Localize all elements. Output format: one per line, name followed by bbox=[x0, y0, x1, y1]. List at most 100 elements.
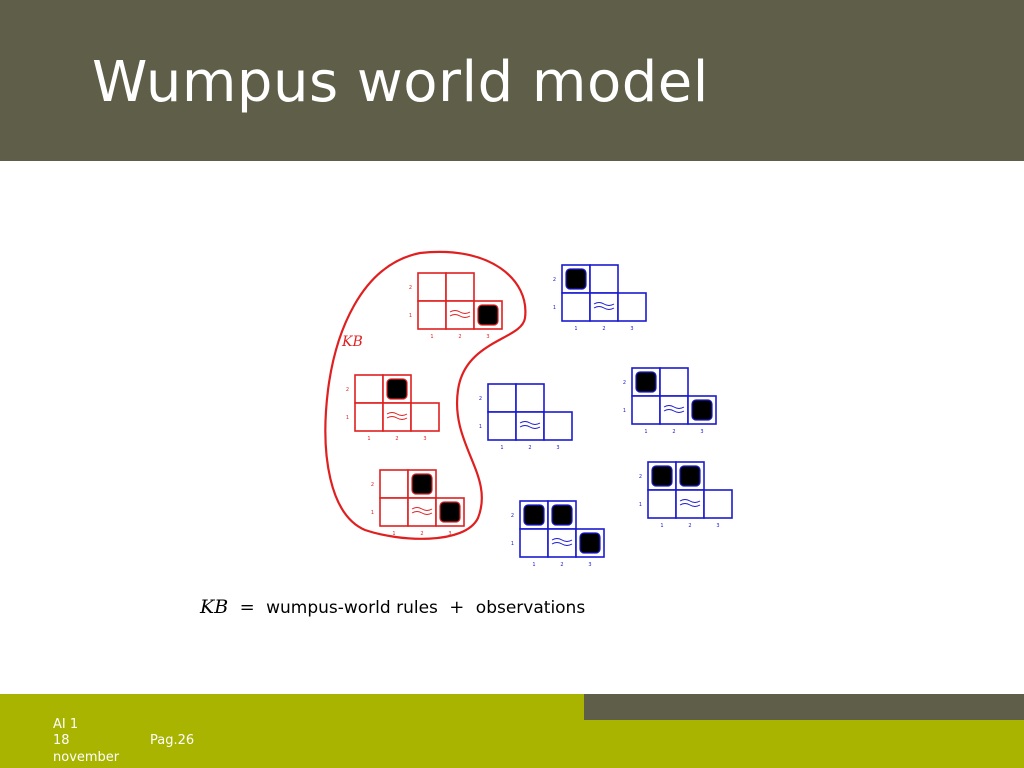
footer-accent-bar bbox=[584, 694, 1024, 720]
grid-cell bbox=[519, 528, 549, 558]
grid-cell bbox=[515, 411, 545, 441]
kb-definition: KB = wumpus-world rules + observations bbox=[200, 596, 585, 622]
col-label: 1 bbox=[392, 531, 395, 537]
breeze-icon bbox=[663, 405, 685, 413]
col-label: 2 bbox=[458, 334, 461, 340]
pit-icon bbox=[635, 371, 657, 393]
grid-cell bbox=[407, 497, 437, 527]
grid-cell bbox=[675, 489, 705, 519]
slide-title: Wumpus world model bbox=[92, 50, 709, 115]
breeze-icon bbox=[449, 310, 471, 318]
grid-cell bbox=[631, 395, 661, 425]
grid-cell bbox=[417, 300, 447, 330]
col-label: 3 bbox=[588, 562, 591, 568]
grid-cell bbox=[354, 402, 384, 432]
grid-cell bbox=[647, 489, 677, 519]
row-label: 2 bbox=[639, 474, 642, 480]
breeze-icon bbox=[551, 538, 573, 546]
col-label: 1 bbox=[500, 445, 503, 451]
pit-icon bbox=[679, 465, 701, 487]
footer-course: AI 1 bbox=[53, 717, 79, 732]
breeze-icon bbox=[411, 507, 433, 515]
row-label: 2 bbox=[511, 513, 514, 519]
col-label: 1 bbox=[644, 429, 647, 435]
kb-label: KB bbox=[341, 334, 363, 350]
col-label: 2 bbox=[560, 562, 563, 568]
pit-icon bbox=[411, 473, 433, 495]
grid-cell bbox=[410, 402, 440, 432]
grid-cell bbox=[487, 411, 517, 441]
row-label: 2 bbox=[346, 387, 349, 393]
footer-date: 18 november bbox=[53, 733, 120, 765]
grid-cell bbox=[445, 272, 475, 302]
grid-cell bbox=[617, 292, 647, 322]
row-label: 1 bbox=[623, 408, 626, 414]
pit-icon bbox=[477, 304, 499, 326]
col-label: 3 bbox=[700, 429, 703, 435]
grid-cell bbox=[382, 402, 412, 432]
col-label: 2 bbox=[420, 531, 423, 537]
pit-icon bbox=[651, 465, 673, 487]
title-bar: Wumpus world model bbox=[0, 0, 1024, 161]
col-label: 2 bbox=[688, 523, 691, 529]
breeze-icon bbox=[593, 302, 615, 310]
col-label: 2 bbox=[528, 445, 531, 451]
col-label: 3 bbox=[556, 445, 559, 451]
row-label: 2 bbox=[409, 285, 412, 291]
grid-cell bbox=[417, 272, 447, 302]
row-label: 1 bbox=[346, 415, 349, 421]
col-label: 2 bbox=[395, 436, 398, 442]
pit-icon bbox=[439, 501, 461, 523]
kb-symbol: KB bbox=[200, 596, 229, 618]
row-label: 2 bbox=[623, 380, 626, 386]
grid-cell bbox=[561, 292, 591, 322]
col-label: 1 bbox=[574, 326, 577, 332]
plus-sign: + bbox=[449, 597, 465, 618]
row-label: 1 bbox=[371, 510, 374, 516]
grid-cell bbox=[379, 469, 409, 499]
grid-cell bbox=[589, 264, 619, 294]
breeze-icon bbox=[679, 499, 701, 507]
breeze-icon bbox=[519, 421, 541, 429]
grid-cell bbox=[659, 395, 689, 425]
pit-icon bbox=[565, 268, 587, 290]
breeze-icon bbox=[386, 412, 408, 420]
model-grid: 2 1 1 2 3 bbox=[639, 461, 733, 529]
col-label: 3 bbox=[630, 326, 633, 332]
row-label: 1 bbox=[553, 305, 556, 311]
row-label: 1 bbox=[409, 313, 412, 319]
pit-icon bbox=[579, 532, 601, 554]
row-label: 2 bbox=[553, 277, 556, 283]
grid-cell bbox=[659, 367, 689, 397]
grid-cell bbox=[354, 374, 384, 404]
pit-icon bbox=[523, 504, 545, 526]
col-label: 3 bbox=[448, 531, 451, 537]
row-label: 1 bbox=[639, 502, 642, 508]
grid-cell bbox=[487, 383, 517, 413]
col-label: 2 bbox=[602, 326, 605, 332]
col-label: 1 bbox=[532, 562, 535, 568]
col-label: 1 bbox=[660, 523, 663, 529]
col-label: 3 bbox=[423, 436, 426, 442]
row-label: 1 bbox=[479, 424, 482, 430]
model-grid: 2 1 1 2 3 bbox=[511, 500, 605, 568]
footer-page-number: Pag.26 bbox=[150, 733, 195, 748]
grid-cell bbox=[445, 300, 475, 330]
rules-text: wumpus-world rules bbox=[266, 598, 438, 618]
col-label: 3 bbox=[716, 523, 719, 529]
grid-cell bbox=[703, 489, 733, 519]
equals-sign: = bbox=[239, 597, 255, 618]
grid-cell bbox=[515, 383, 545, 413]
grid-cell bbox=[589, 292, 619, 322]
model-grid: 2 1 1 2 3 bbox=[553, 264, 647, 332]
row-label: 1 bbox=[511, 541, 514, 547]
grid-cell bbox=[543, 411, 573, 441]
grid-cell bbox=[547, 528, 577, 558]
